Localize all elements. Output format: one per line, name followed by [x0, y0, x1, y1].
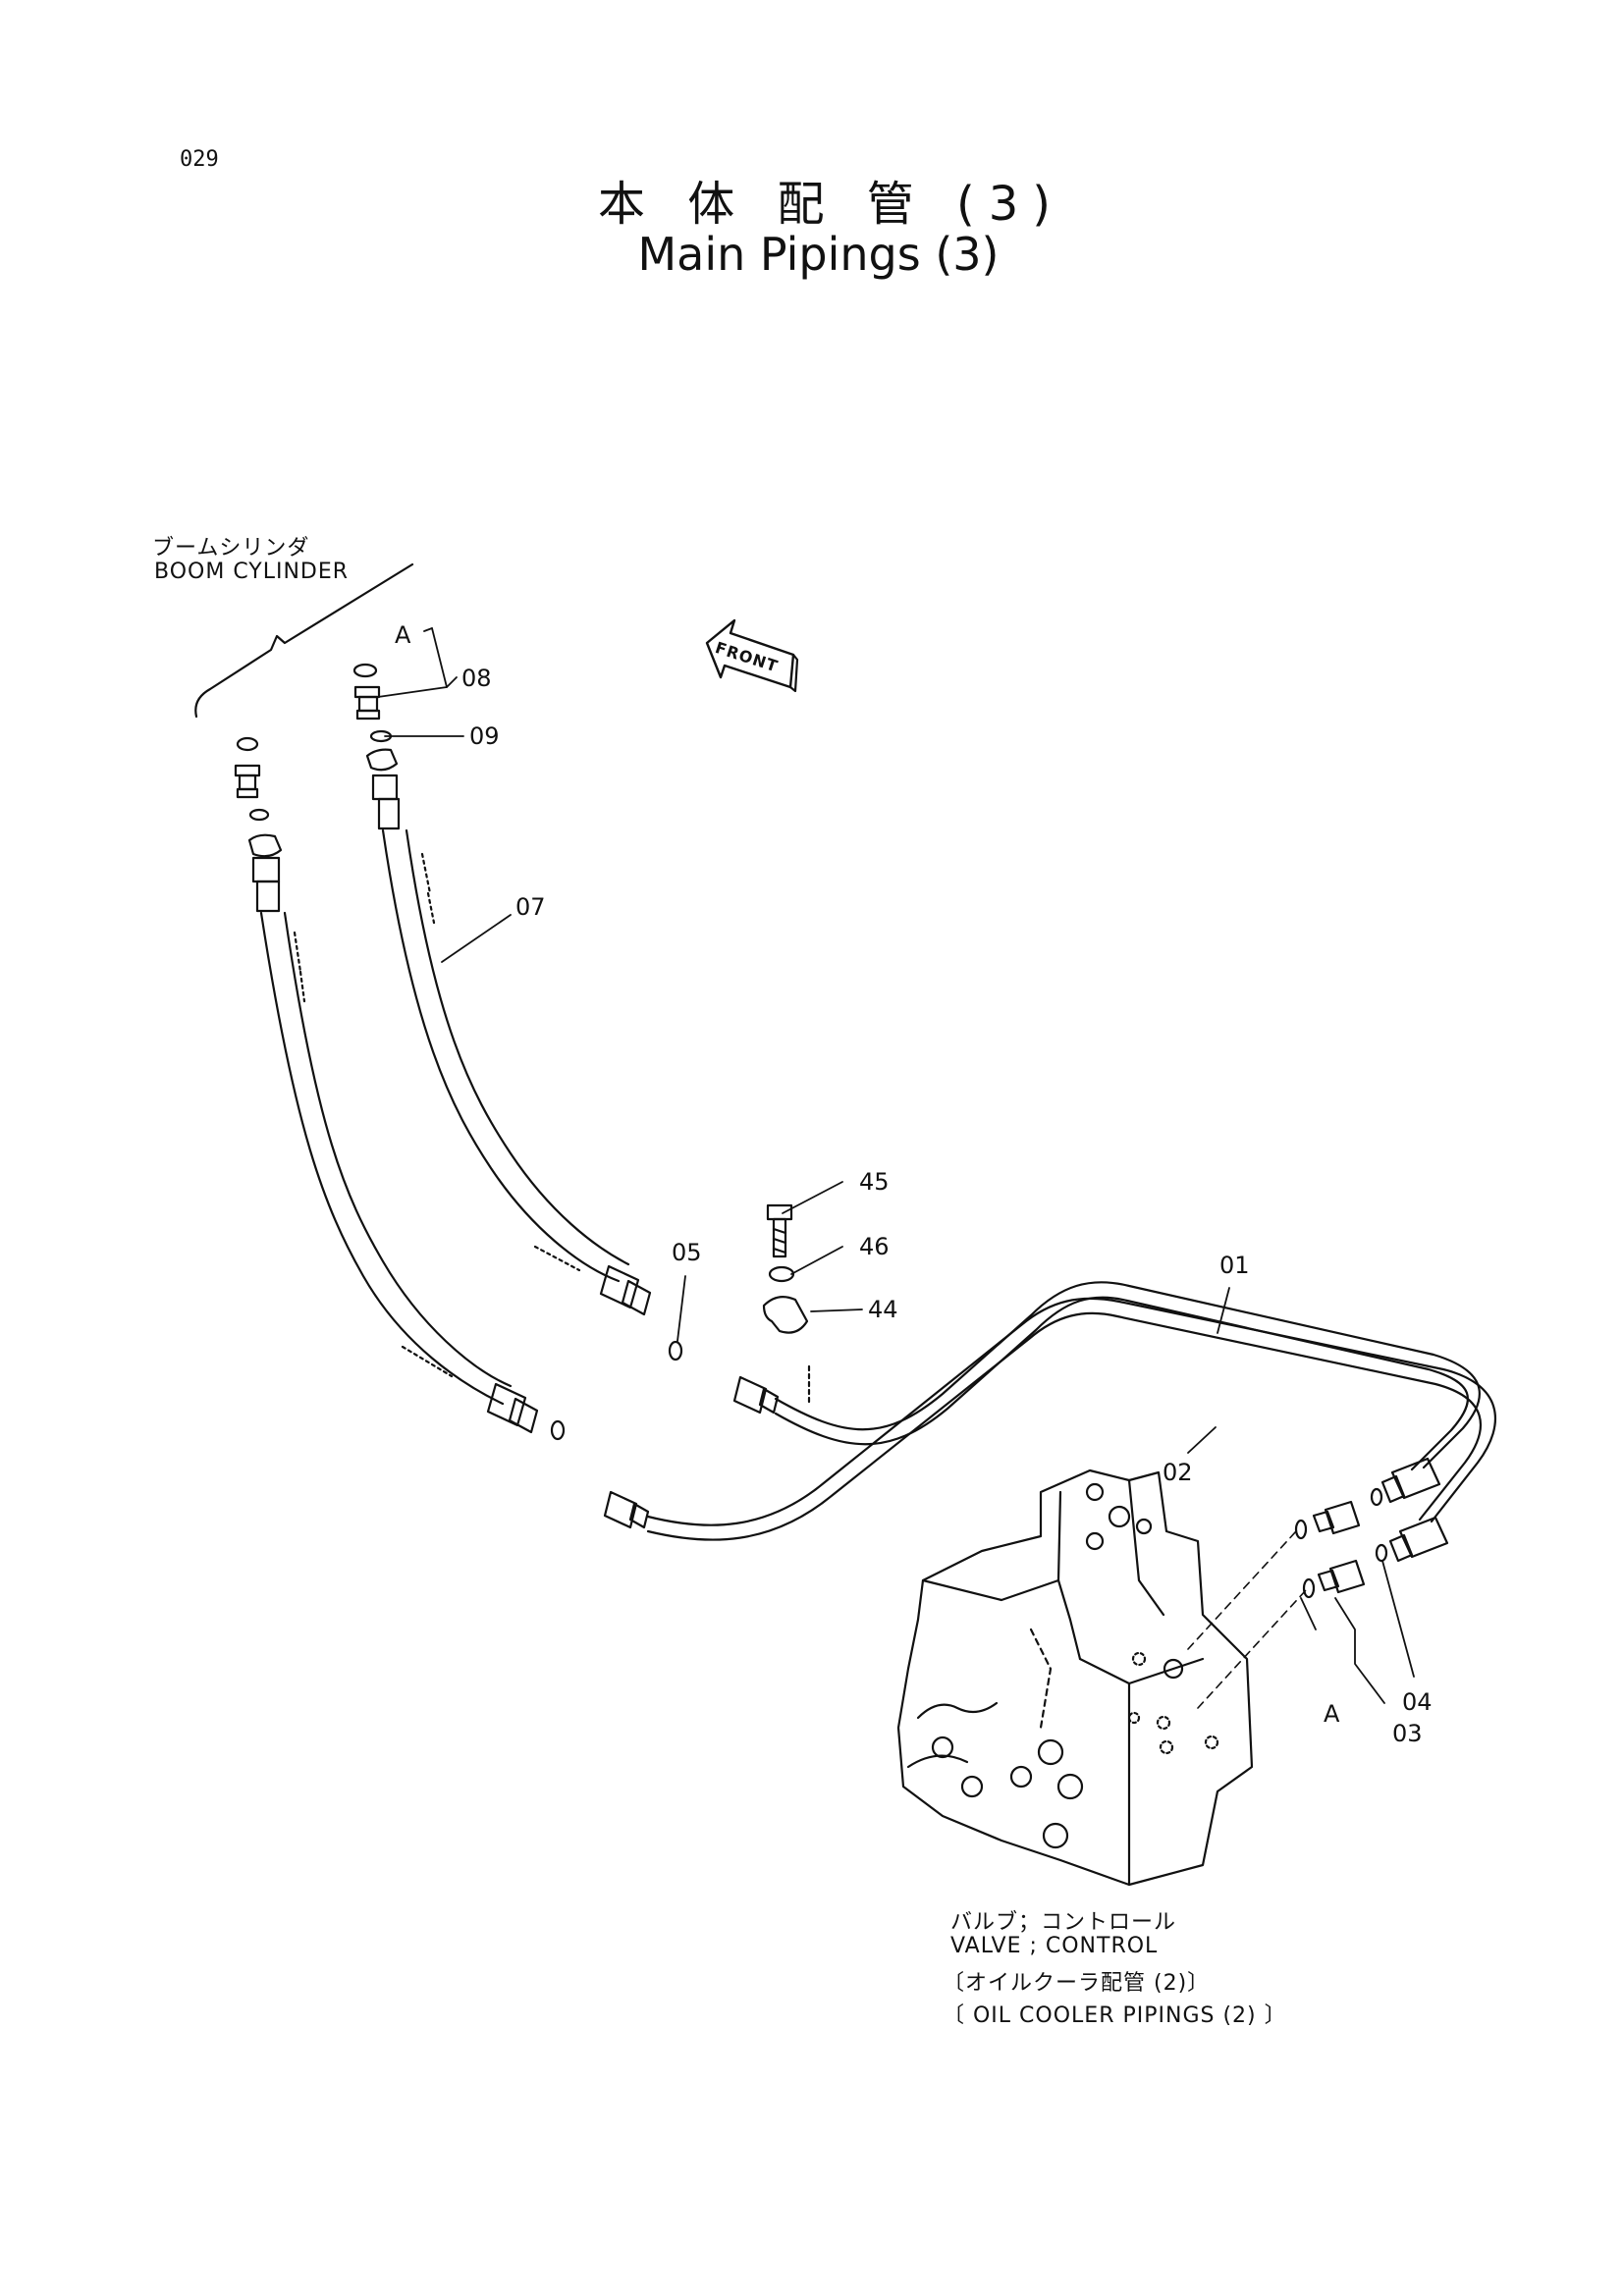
o-ring-05: [670, 1342, 681, 1360]
callout-02: 02: [1163, 1459, 1193, 1486]
hose-right: [383, 830, 650, 1314]
callout-05: 05: [672, 1239, 702, 1266]
callout-03: 03: [1392, 1720, 1423, 1747]
callout-a-bottom: A: [1324, 1700, 1340, 1728]
valve-label: VALVE ; CONTROL: [950, 1934, 1159, 1958]
callout-09: 09: [469, 722, 500, 750]
control-valve-body: [898, 1470, 1252, 1885]
adapter-upper: [734, 1377, 778, 1413]
callout-46: 46: [859, 1233, 890, 1260]
boom-cylinder-label: BOOM CYLINDER: [154, 560, 350, 584]
left-hose-fittings: [236, 738, 281, 911]
page-number: 029: [180, 147, 219, 172]
adapter-lower: [605, 1492, 648, 1527]
right-hose-fittings: [354, 665, 399, 828]
callout-a-top: A: [395, 621, 411, 649]
steel-pipe-02: [648, 1299, 1495, 1540]
pipe-end-upper: [1382, 1459, 1439, 1502]
page-title-japanese: 本 体 配 管 (3): [597, 177, 1065, 232]
callout-01: 01: [1219, 1252, 1250, 1279]
o-ring-03-upper: [1296, 1521, 1306, 1538]
oil-cooler-label: 〔 OIL COOLER PIPINGS (2) 〕: [943, 2003, 1287, 2028]
valve-label-jp: バルブ；コントロール: [950, 1910, 1177, 1935]
o-ring-04-upper: [1372, 1489, 1381, 1505]
o-ring-03-lower: [1304, 1579, 1314, 1597]
callout-44: 44: [868, 1296, 898, 1323]
clamp-assembly: [764, 1205, 809, 1406]
hose-left: [261, 913, 537, 1432]
adapter-03-lower: [1319, 1561, 1364, 1592]
oil-cooler-label-jp: 〔オイルクーラ配管 (2)〕: [943, 1971, 1211, 1996]
o-ring-left: [552, 1421, 564, 1439]
o-ring-04-lower: [1377, 1545, 1386, 1561]
callout-08: 08: [461, 665, 492, 692]
boom-cylinder-bracket: [195, 564, 412, 717]
callout-04: 04: [1402, 1688, 1433, 1716]
callout-45: 45: [859, 1168, 890, 1196]
front-arrow-icon: [707, 620, 797, 691]
boom-cylinder-label-jp: ブームシリンダ: [152, 536, 310, 561]
adapter-03-upper: [1314, 1502, 1359, 1533]
callout-07: 07: [515, 893, 546, 921]
leader-lines: [378, 628, 1414, 1703]
page-title-english: Main Pipings (3): [637, 228, 1000, 281]
pipe-end-lower: [1390, 1518, 1447, 1561]
